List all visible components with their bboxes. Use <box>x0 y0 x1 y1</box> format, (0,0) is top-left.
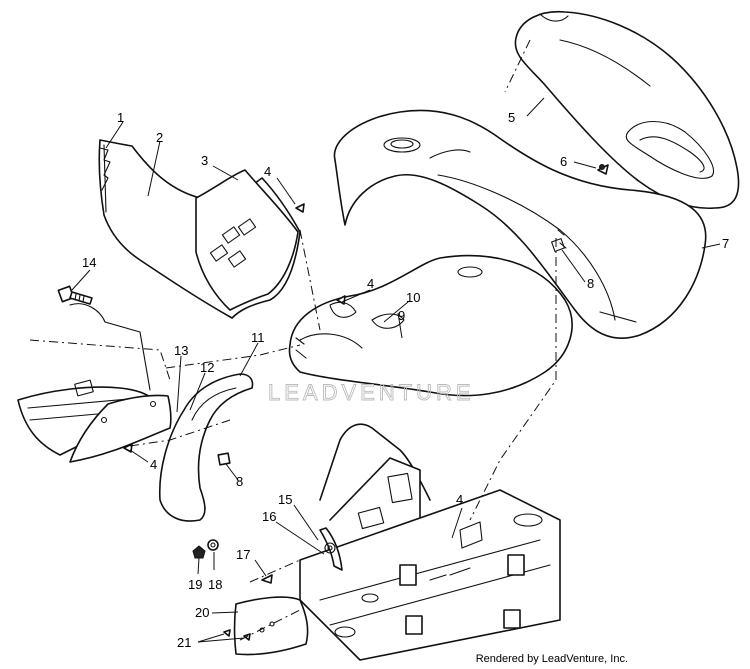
callout-18: 18 <box>208 577 222 592</box>
part-7-body-shroud <box>333 109 707 339</box>
callout-15: 15 <box>278 492 292 507</box>
callout-1: 1 <box>117 110 124 125</box>
callout-3: 3 <box>201 153 208 168</box>
callout-19: 19 <box>188 577 202 592</box>
part-15-16-bracket <box>319 527 343 571</box>
part-5-rear-cover <box>514 10 740 210</box>
part-3-cover <box>195 169 299 311</box>
callout-4-b: 4 <box>367 276 374 291</box>
callout-16: 16 <box>262 509 276 524</box>
frame-assembly <box>299 423 561 661</box>
callout-4-a: 4 <box>264 164 271 179</box>
callout-8-b: 8 <box>236 474 243 489</box>
callout-11: 11 <box>251 330 265 345</box>
front-fender <box>288 254 573 397</box>
callout-4-d: 4 <box>456 492 463 507</box>
callout-14: 14 <box>82 255 96 270</box>
callout-7: 7 <box>722 236 729 251</box>
callout-20: 20 <box>195 605 209 620</box>
callout-12: 12 <box>200 360 214 375</box>
callout-6: 6 <box>560 154 567 169</box>
part-13-bracket <box>69 394 172 463</box>
part-6-fastener <box>597 164 609 175</box>
callout-5: 5 <box>508 110 515 125</box>
assembly-lines <box>129 39 557 641</box>
callout-9: 9 <box>398 308 405 323</box>
callout-10: 10 <box>406 290 420 305</box>
callout-2: 2 <box>156 130 163 145</box>
render-credit: Rendered by LeadVenture, Inc. <box>475 653 628 665</box>
callout-8-a: 8 <box>587 276 594 291</box>
leader-lines <box>71 97 721 643</box>
part-14-bolt <box>57 285 93 305</box>
callout-17: 17 <box>236 547 250 562</box>
part-11-fender-flap <box>158 373 254 522</box>
part-20-plate <box>223 596 309 656</box>
callout-21: 21 <box>177 635 191 650</box>
callouts: 1 2 3 4 5 6 7 8 4 10 9 11 12 13 14 4 8 1… <box>82 110 729 650</box>
watermark: LEADVENTURE <box>268 380 475 405</box>
small-hardware <box>192 539 273 584</box>
callout-4-c: 4 <box>150 457 157 472</box>
callout-13: 13 <box>174 343 188 358</box>
